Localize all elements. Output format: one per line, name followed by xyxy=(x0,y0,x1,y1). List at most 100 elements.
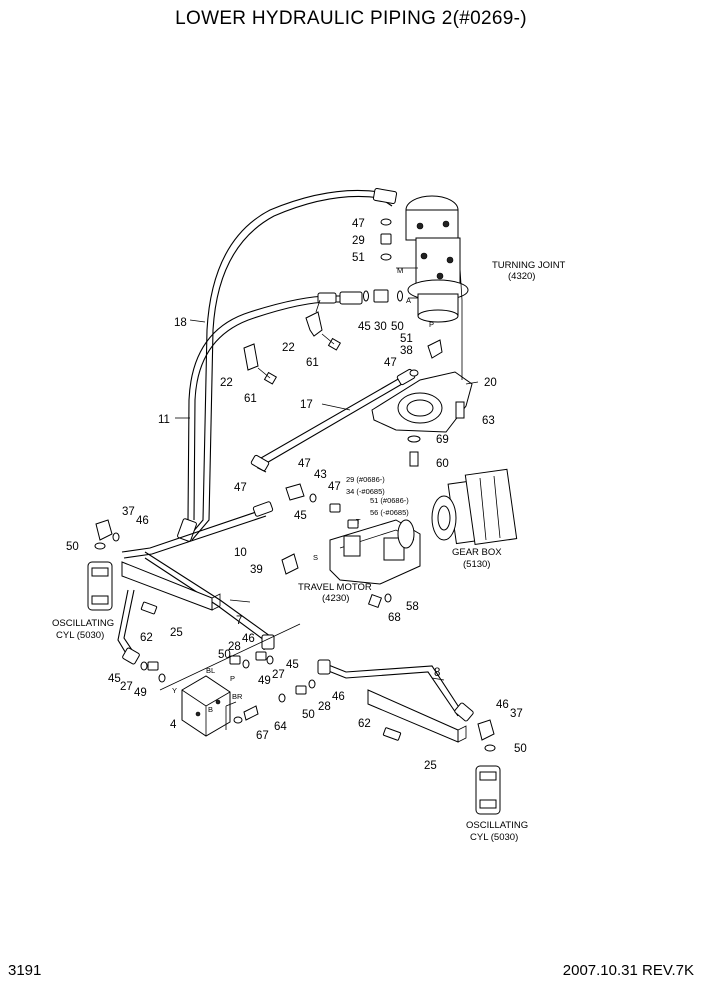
port-mark: BL xyxy=(206,666,215,675)
callout: 27 xyxy=(120,681,133,693)
callout: 34 (-#0685) xyxy=(346,487,385,496)
callout: 50 xyxy=(391,321,404,333)
callout: 51 xyxy=(352,252,365,264)
pipe-8 xyxy=(325,663,463,713)
callout: 60 xyxy=(436,458,449,470)
callout: 47 xyxy=(384,357,397,369)
gear-box-label: GEAR BOX xyxy=(452,547,502,558)
callout: 20 xyxy=(484,377,497,389)
callout: 45 xyxy=(286,659,299,671)
osc-cyl-right-code: CYL (5030) xyxy=(470,832,518,843)
callout: 47 xyxy=(234,482,247,494)
callout: 45 xyxy=(108,673,121,685)
callout: 49 xyxy=(258,675,271,687)
callout: 46 xyxy=(496,699,509,711)
callout: 62 xyxy=(358,718,371,730)
turning-joint-label: TURNING JOINT xyxy=(492,260,566,271)
callout: 50 xyxy=(66,541,79,553)
fitting-stack-top xyxy=(380,218,392,261)
port-mark: B xyxy=(208,705,213,714)
valve-block-4 xyxy=(181,675,231,737)
pipe-10 xyxy=(121,509,263,553)
callout: 28 xyxy=(318,701,331,713)
callout: 28 xyxy=(228,641,241,653)
travel-motor xyxy=(329,519,421,585)
gear-box-code: (5130) xyxy=(463,559,490,570)
callout: 47 xyxy=(328,481,341,493)
osc-cyl-left xyxy=(87,561,113,611)
gear-box xyxy=(431,468,518,546)
callout: 61 xyxy=(244,393,257,405)
callout: 45 xyxy=(294,510,307,522)
callout: 64 xyxy=(274,721,287,733)
turning-joint-code: (4320) xyxy=(508,271,535,282)
callout: 4 xyxy=(170,719,177,731)
page-number: 3191 xyxy=(8,962,42,979)
callout: 68 xyxy=(388,612,401,624)
date-revision: 2007.10.31 REV.7K xyxy=(562,962,694,979)
osc-cyl-right-label: OSCILLATING xyxy=(466,820,528,831)
callout: 7 xyxy=(236,615,242,627)
port-mark: P xyxy=(429,320,434,329)
port-mark: Y xyxy=(172,686,177,695)
clamp-22-upper xyxy=(305,311,323,337)
callout: 17 xyxy=(300,399,313,411)
callout: 46 xyxy=(242,633,255,645)
callout: 51 xyxy=(400,333,413,345)
bolt-61-upper xyxy=(321,333,342,351)
callout: 27 xyxy=(272,669,285,681)
callout: 46 xyxy=(332,691,345,703)
callout: 11 xyxy=(158,414,170,426)
callout: 10 xyxy=(234,547,247,559)
callout: 50 xyxy=(218,649,231,661)
travel-motor-label: TRAVEL MOTOR xyxy=(298,582,372,593)
callout: 30 xyxy=(374,321,387,333)
clamp-22-lower xyxy=(243,343,259,371)
callout: 29 xyxy=(352,235,365,247)
hose-18 xyxy=(185,189,393,541)
callout: 45 xyxy=(358,321,371,333)
port-mark: A xyxy=(406,296,411,305)
port-mark: S xyxy=(313,553,318,562)
callout: 49 xyxy=(134,687,147,699)
callout: 46 xyxy=(136,515,149,527)
callout: 50 xyxy=(302,709,315,721)
callout: 29 (#0686-) xyxy=(346,475,385,484)
callout: 58 xyxy=(406,601,419,613)
page-title: LOWER HYDRAULIC PIPING 2(#0269-) xyxy=(175,8,527,29)
callout: 61 xyxy=(306,357,319,369)
callout: 38 xyxy=(400,345,413,357)
hose-11 xyxy=(187,295,352,521)
fitting-stack-port xyxy=(363,289,403,303)
osc-cyl-right xyxy=(475,765,501,815)
port-mark: BR xyxy=(232,692,243,701)
callout: 51 (#0686-) xyxy=(370,496,409,505)
osc-cyl-left-label: OSCILLATING xyxy=(52,618,114,629)
osc-cyl-left-code: CYL (5030) xyxy=(56,630,104,641)
callout: 47 xyxy=(352,218,365,230)
callout: 37 xyxy=(510,708,523,720)
callout: 37 xyxy=(122,506,135,518)
callout: 69 xyxy=(436,434,449,446)
callout: 62 xyxy=(140,632,153,644)
callout: 8 xyxy=(434,667,440,679)
callout: 43 xyxy=(314,469,327,481)
bracket-25-right xyxy=(367,689,459,743)
callout: 22 xyxy=(282,342,295,354)
port-mark: T xyxy=(356,517,361,526)
turning-joint xyxy=(405,195,469,323)
callout: 25 xyxy=(424,760,437,772)
port-mark: M xyxy=(397,266,403,275)
callout: 56 (-#0685) xyxy=(370,508,409,517)
port-mark: P xyxy=(230,674,235,683)
callout: 63 xyxy=(482,415,495,427)
callout: 50 xyxy=(514,743,527,755)
travel-motor-code: (4230) xyxy=(322,593,349,604)
callout: 18 xyxy=(174,317,187,329)
callout: 39 xyxy=(250,564,263,576)
callout: 22 xyxy=(220,377,233,389)
callout: 47 xyxy=(298,458,311,470)
bolt-61-lower xyxy=(257,367,278,385)
callout: 67 xyxy=(256,730,269,742)
